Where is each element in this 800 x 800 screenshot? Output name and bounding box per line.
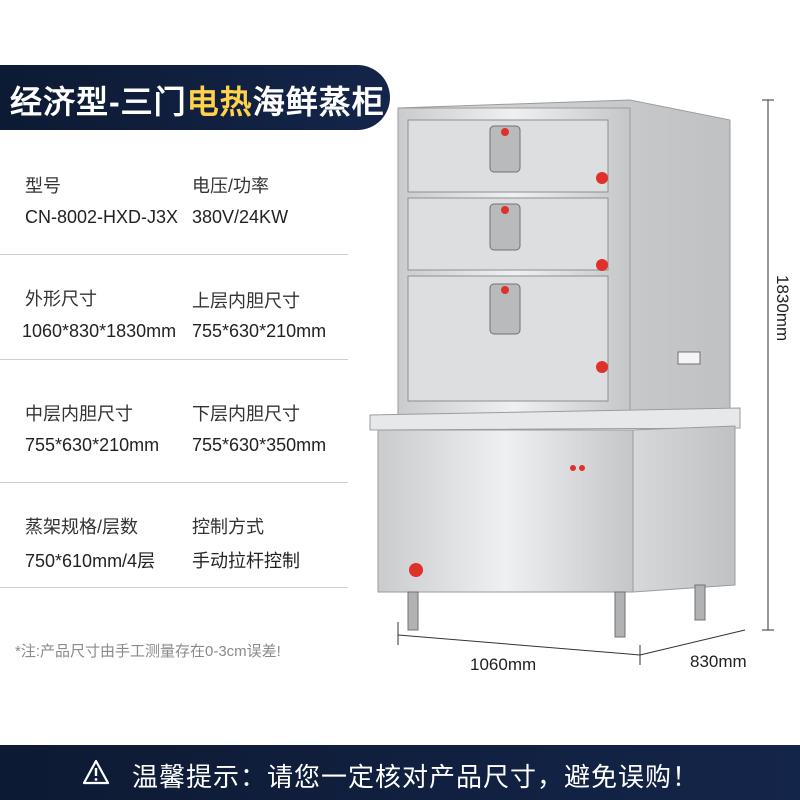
spec-row: 外形尺寸 1060*830*1830mm 上层内胆尺寸 755*630*210m…: [0, 255, 350, 360]
spec-label: 外形尺寸: [25, 289, 97, 309]
steam-cabinet-illustration: [369, 99, 741, 638]
spec-label: 控制方式: [192, 517, 264, 537]
spec-value: 755*630*350mm: [192, 435, 327, 455]
spec-value: CN-8002-HXD-J3X: [25, 207, 179, 227]
divider: [0, 254, 348, 255]
spec-row: 蒸架规格/层数 750*610mm/4层 控制方式 手动拉杆控制: [0, 483, 350, 588]
warning-icon: [82, 759, 110, 785]
title-banner: 经济型-三门电热海鲜蒸柜: [0, 65, 390, 130]
footer-notice: 温馨提示：请您一定核对产品尺寸，避免误购！: [132, 762, 700, 792]
spec-label: 电压/功率: [192, 176, 270, 196]
title-rest: 海鲜蒸柜: [252, 84, 385, 120]
spec-value: 1060*830*1830mm: [22, 321, 177, 341]
height-dimension: 1830mm: [773, 275, 792, 342]
spec-row: 型号 CN-8002-HXD-J3X 电压/功率 380V/24KW: [0, 150, 350, 255]
width-dimension: 1060mm: [470, 655, 537, 674]
spec-value: 380V/24KW: [192, 207, 289, 227]
title-main: 经济型-三门: [10, 84, 187, 120]
divider: [0, 482, 348, 483]
divider: [0, 359, 348, 360]
spec-label: 型号: [25, 176, 61, 196]
footer-banner: 温馨提示：请您一定核对产品尺寸，避免误购！: [0, 745, 800, 800]
page-title: 经济型-三门电热海鲜蒸柜: [10, 77, 385, 123]
spec-value: 755*630*210mm: [192, 321, 327, 341]
measurement-note: *注:产品尺寸由手工测量存在0-3cm误差!: [15, 643, 281, 660]
spec-value: 755*630*210mm: [25, 435, 160, 455]
spec-label: 中层内胆尺寸: [25, 404, 133, 424]
spec-label: 下层内胆尺寸: [192, 404, 300, 424]
spec-value: 750*610mm/4层: [25, 551, 156, 571]
divider: [0, 587, 348, 588]
title-accent: 电热: [186, 84, 253, 120]
spec-row: 中层内胆尺寸 755*630*210mm 下层内胆尺寸 755*630*350m…: [0, 360, 350, 483]
spec-value: 手动拉杆控制: [192, 551, 300, 571]
depth-dimension: 830mm: [690, 652, 747, 671]
spec-label: 蒸架规格/层数: [25, 517, 139, 537]
spec-label: 上层内胆尺寸: [192, 291, 300, 311]
